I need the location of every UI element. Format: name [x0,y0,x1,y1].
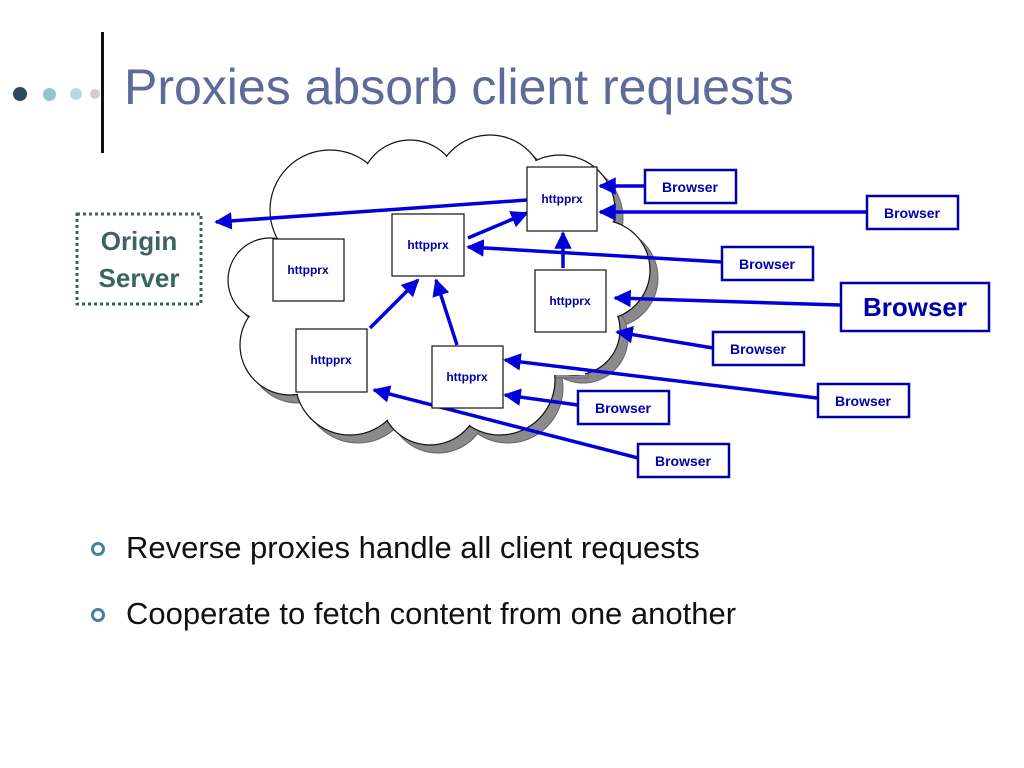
browser-node-7: Browser [576,389,671,426]
browser-label: Browser [884,205,941,221]
arrow-browser7-to-proxy5 [503,388,579,407]
arrow-browser5-to-proxy4 [615,325,714,350]
proxy-node-5: httpprx [431,345,504,409]
proxy-node-3: httpprx [272,238,345,302]
browser-node-6: Browser [816,382,911,419]
origin-server-label-line1: Origin [101,226,178,256]
arrow-browser3-to-proxy2 [466,239,723,264]
bullet-text: Reverse proxies handle all client reques… [126,530,700,565]
bullet-text: Cooperate to fetch content from one anot… [126,596,737,631]
arrow-proxy5-to-proxy2 [432,278,459,346]
bullet-circle-icon [91,542,105,556]
browser-node-5: Browser [711,330,806,367]
browser-node-1: Browser [643,168,738,205]
proxy-label: httpprx [287,263,329,277]
browser-node-2: Browser [865,194,960,231]
proxy-node-4: httpprx [534,269,607,333]
arrow-proxy2-to-proxy1 [467,211,529,240]
origin-server-label-line2: Server [99,263,180,293]
browser-label: Browser [730,341,787,357]
proxy-node-6: httpprx [295,328,368,393]
origin-server-box [75,212,203,306]
decor-dot-3 [70,88,82,100]
arrow-browser8-to-proxy6 [372,385,639,460]
proxy-label: httpprx [310,353,352,367]
browser-node-8: Browser [636,442,731,479]
proxy-label: httpprx [446,370,488,384]
slide-title: Proxies absorb client requests [124,59,794,115]
title-divider [101,32,104,153]
proxy-label: httpprx [549,294,591,308]
arrow-browser4-to-proxy4 [613,289,841,308]
browser-label: Browser [863,292,967,322]
browser-node-3: Browser [720,245,815,282]
browser-label: Browser [655,453,712,469]
decor-dot-2 [43,88,56,101]
browser-label: Browser [835,393,892,409]
arrow-proxy1-to-origin [214,198,528,230]
bullet-item: Cooperate to fetch content from one anot… [88,594,736,660]
bullet-list: Reverse proxies handle all client reques… [88,528,736,660]
browser-node-4-large: Browser [839,281,991,333]
browser-label: Browser [739,256,796,272]
arrow-proxy6-to-proxy2 [368,278,420,330]
browser-label: Browser [662,179,719,195]
proxy-node-2: httpprx [391,213,465,277]
proxy-label: httpprx [541,192,583,206]
decor-dot-1 [13,87,27,101]
arrow-browser6-to-proxy5 [503,353,818,400]
proxy-label: httpprx [407,238,449,252]
proxy-node-1: httpprx [526,166,598,232]
decor-dot-4 [90,89,100,99]
browser-label: Browser [595,400,652,416]
bullet-circle-icon [91,608,105,622]
bullet-item: Reverse proxies handle all client reques… [88,528,736,594]
